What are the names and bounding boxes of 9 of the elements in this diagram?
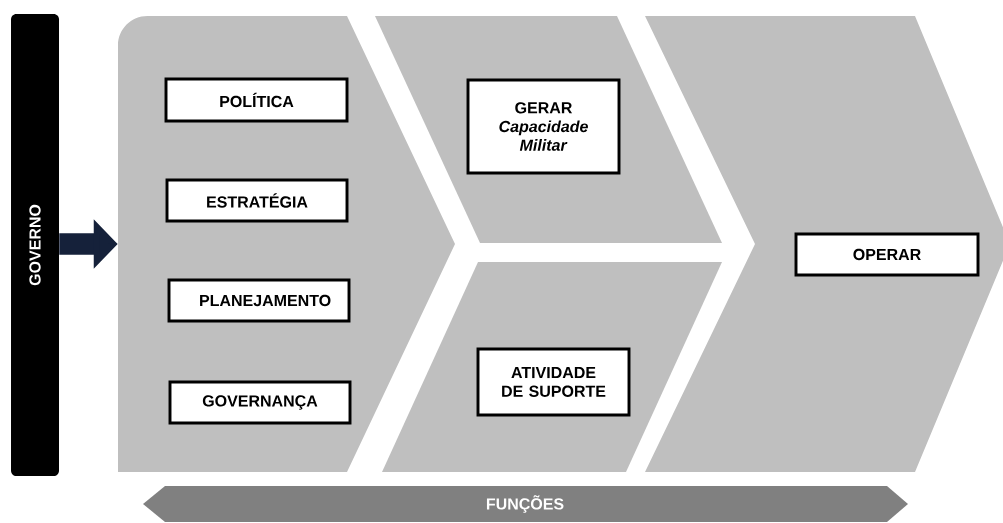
text-box: ESTRATÉGIA: [165, 178, 349, 223]
text-box: PLANEJAMENTO: [167, 278, 351, 323]
text-box: ATIVIDADE DE SUPORTE: [476, 347, 631, 417]
text-box: POLÍTICA: [164, 77, 349, 123]
text-box: OPERAR: [794, 232, 980, 277]
vertical-bar: GOVERNO: [11, 14, 59, 476]
double-arrow-band: FUNÇÕES: [143, 486, 908, 522]
text-box: GERAR Capacidade Militar: [466, 78, 621, 175]
text-box: GOVERNANÇA: [168, 380, 352, 425]
